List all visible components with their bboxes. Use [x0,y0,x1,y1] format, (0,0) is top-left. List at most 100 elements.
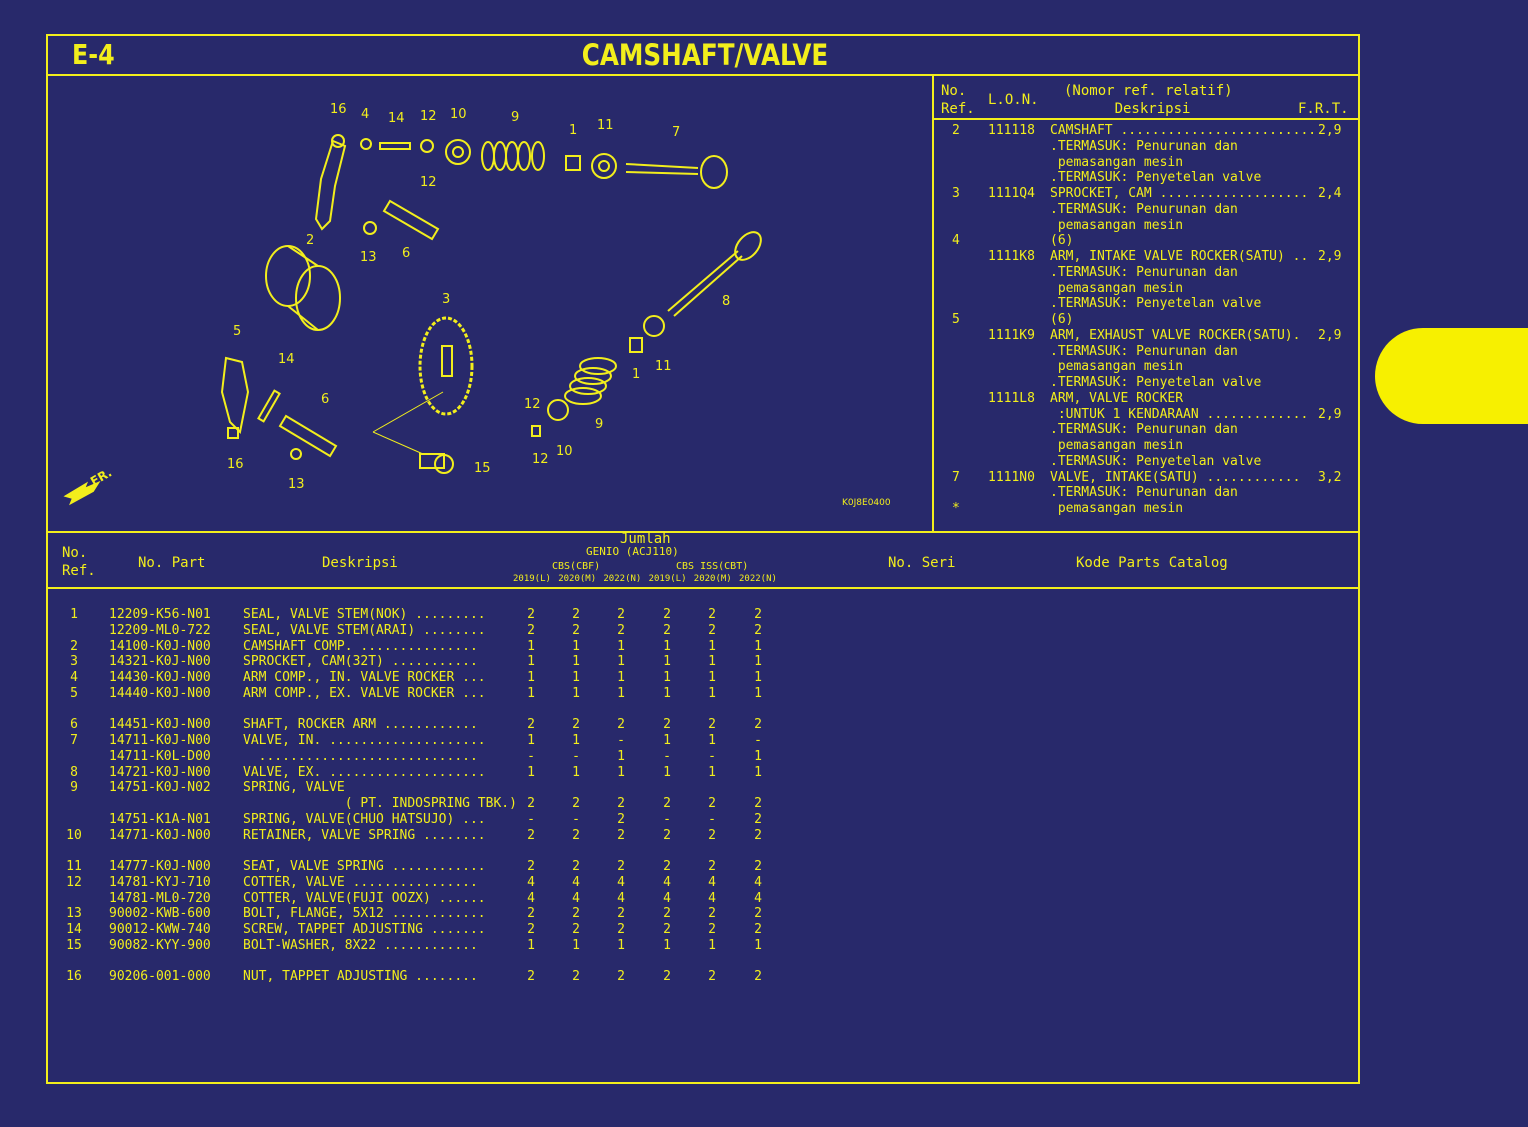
quantity: 2 [527,827,535,843]
parts-header-catalog: Kode Parts Catalog [1076,555,1228,571]
part-description: SHAFT, ROCKER ARM ............ [243,717,478,733]
lon-desc: ARM, VALVE ROCKER [1050,390,1184,406]
lon-row: .TERMASUK: Penyetelan valve [936,296,1356,312]
part-description: SEAL, VALVE STEM(ARAI) ........ [243,622,486,638]
lon-lon: 1111K8 [988,249,1035,264]
callout-label: 11 [597,118,614,133]
ref-number: 14 [66,922,82,937]
lon-row: pemasangan mesin [936,438,1356,454]
quantity: 2 [754,827,762,843]
quantity: 1 [617,685,625,701]
quantity: 2 [708,607,716,622]
quantity: - [572,811,580,827]
quantity: 2 [572,796,580,811]
part-number: 14781-ML0-720 [109,890,211,906]
ref-number: 15 [66,937,82,953]
quantity: 1 [663,685,671,701]
part-number: 12209-K56-N01 [109,607,211,622]
part-description: SPRING, VALVE [243,780,345,796]
quantity: 1 [708,654,716,670]
callout-label: 3 [442,292,451,307]
quantity: - [708,748,716,764]
quantity: 1 [572,654,580,670]
callout-label: 13 [360,250,377,265]
callout-label: 11 [655,359,672,374]
callout-label: 13 [288,477,305,492]
callout-label: 14 [278,352,295,367]
ref-number: 9 [70,780,78,796]
page-title: CAMSHAFT/VALVE [581,38,829,72]
lon-lon: 1111L8 [988,390,1035,406]
lon-row: pemasangan mesin [936,155,1356,171]
part-number: 14100-K0J-N00 [109,638,211,654]
callout-label: 1 [569,123,578,138]
divider [46,531,1360,533]
lon-desc: ARM, EXHAUST VALVE ROCKER(SATU). [1050,327,1301,343]
lon-row: pemasangan mesin [936,218,1356,234]
quantity: 4 [754,874,762,890]
year-column-header: 2019(L) [513,574,551,584]
side-tab-button[interactable] [1375,328,1528,424]
quantity: 2 [754,796,762,811]
quantity: 4 [572,890,580,906]
lon-ref: * [952,501,960,516]
part-number: 14771-K0J-N00 [109,827,211,843]
adjust-screw-bottom [257,389,281,423]
quantity: 4 [663,890,671,906]
part-description: SPROCKET, CAM(32T) ........... [243,654,478,670]
callout-label: 9 [511,110,520,125]
quantity: 2 [527,969,535,985]
lon-lon: 1111N0 [988,469,1035,485]
lon-row: :UNTUK 1 KENDARAAN .............2,9 [936,407,1356,423]
lon-desc: .TERMASUK: Penyetelan valve [1050,375,1262,390]
ref-number: 8 [70,764,78,780]
part-description: ARM COMP., IN. VALVE ROCKER ... [243,670,486,685]
quantity: 2 [708,906,716,922]
quantity: 4 [754,890,762,906]
part-number: 12209-ML0-722 [109,622,211,638]
quantity: 2 [617,906,625,922]
quantity: 2 [754,717,762,733]
lon-desc: pemasangan mesin [1050,359,1184,375]
quantity: 1 [708,638,716,654]
quantity: 2 [527,607,535,622]
divider [934,118,1358,120]
lon-row: pemasangan mesin [936,359,1356,375]
table-row: 12209-ML0-722 SEAL, VALVE STEM(ARAI) ....… [50,623,810,639]
ref-number: 1 [70,607,78,622]
quantity: 2 [754,969,762,985]
lon-ref: 2 [952,123,960,138]
lon-row: .TERMASUK: Penurunan dan [936,422,1356,438]
parts-header-group-cbs-iss: CBS ISS(CBT) [676,561,749,572]
quantity: 1 [527,733,535,748]
lon-desc: .TERMASUK: Penurunan dan [1050,343,1238,359]
quantity: 2 [572,607,580,622]
parts-header-group-cbs: CBS(CBF) [552,561,601,572]
quantity: 2 [617,796,625,811]
callout-label: 16 [330,102,347,117]
quantity: 2 [527,622,535,638]
lon-frt: 2,9 [1318,327,1342,343]
lon-desc: pemasangan mesin [1050,280,1184,296]
part-number: 14321-K0J-N00 [109,654,211,670]
lon-desc: (6) [1050,312,1074,327]
part-description: COTTER, VALVE(FUJI OOZX) ...... [243,890,486,906]
quantity: 2 [663,827,671,843]
lon-desc: pemasangan mesin [1050,154,1184,170]
quantity: 1 [527,670,535,685]
quantity: 2 [663,859,671,874]
part-number: 14430-K0J-N00 [109,670,211,685]
callout-label: 1 [632,367,641,382]
lon-desc: .TERMASUK: Penurunan dan [1050,264,1238,280]
rocker-shaft-top [382,199,440,241]
callout-label: 12 [524,397,541,412]
quantity: 2 [572,906,580,922]
callout-label: 14 [388,111,405,126]
quantity: 1 [572,733,580,748]
